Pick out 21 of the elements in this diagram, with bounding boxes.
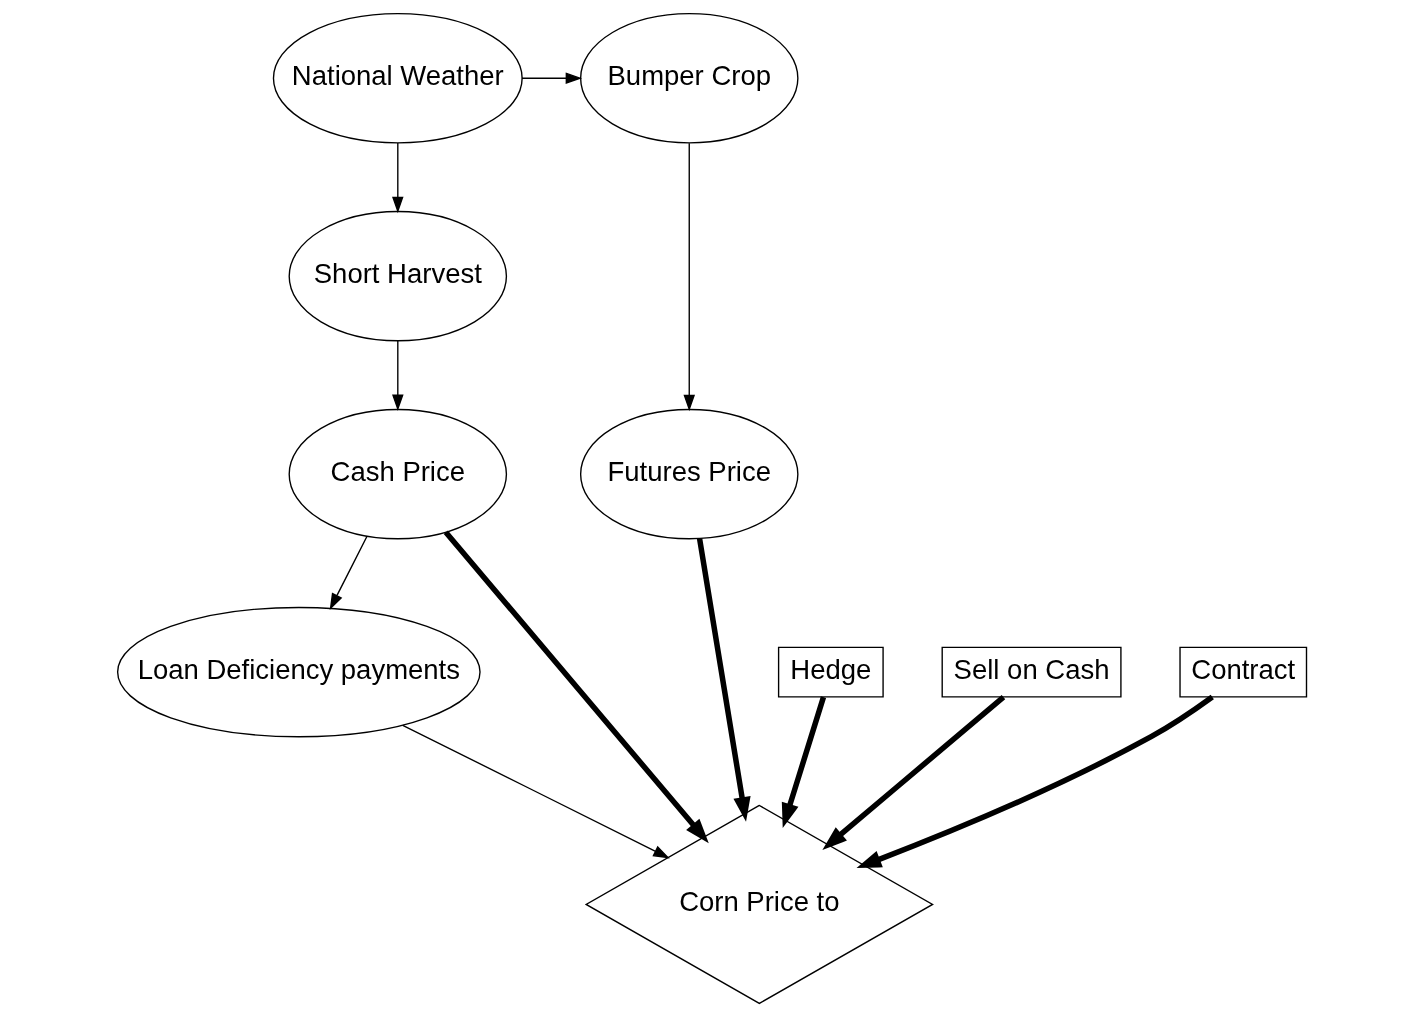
arrow	[696, 538, 751, 822]
arrow	[683, 142, 696, 412]
node-ellipse: Cash Price	[288, 408, 508, 540]
node-ellipse: National Weather	[272, 12, 523, 144]
node-box: Hedge	[777, 646, 884, 698]
node-ellipse: Short Harvest	[288, 210, 508, 342]
arrow	[856, 694, 1214, 869]
arrow	[781, 696, 827, 828]
arrow	[329, 535, 368, 610]
arrow	[822, 695, 1006, 850]
node-ellipse: Futures Price	[579, 408, 799, 540]
arrow	[402, 724, 670, 859]
arrow	[443, 530, 709, 844]
node-box: Sell on Cash	[941, 646, 1122, 698]
node-ellipse: Loan Deficiency payments	[116, 606, 481, 738]
node-box: Contract	[1179, 646, 1308, 698]
node-ellipse: Bumper Crop	[579, 12, 799, 144]
arrow	[521, 72, 583, 84]
node-diamond: Corn Price to	[584, 804, 934, 1005]
arrow	[392, 340, 404, 412]
arrow	[392, 142, 404, 214]
